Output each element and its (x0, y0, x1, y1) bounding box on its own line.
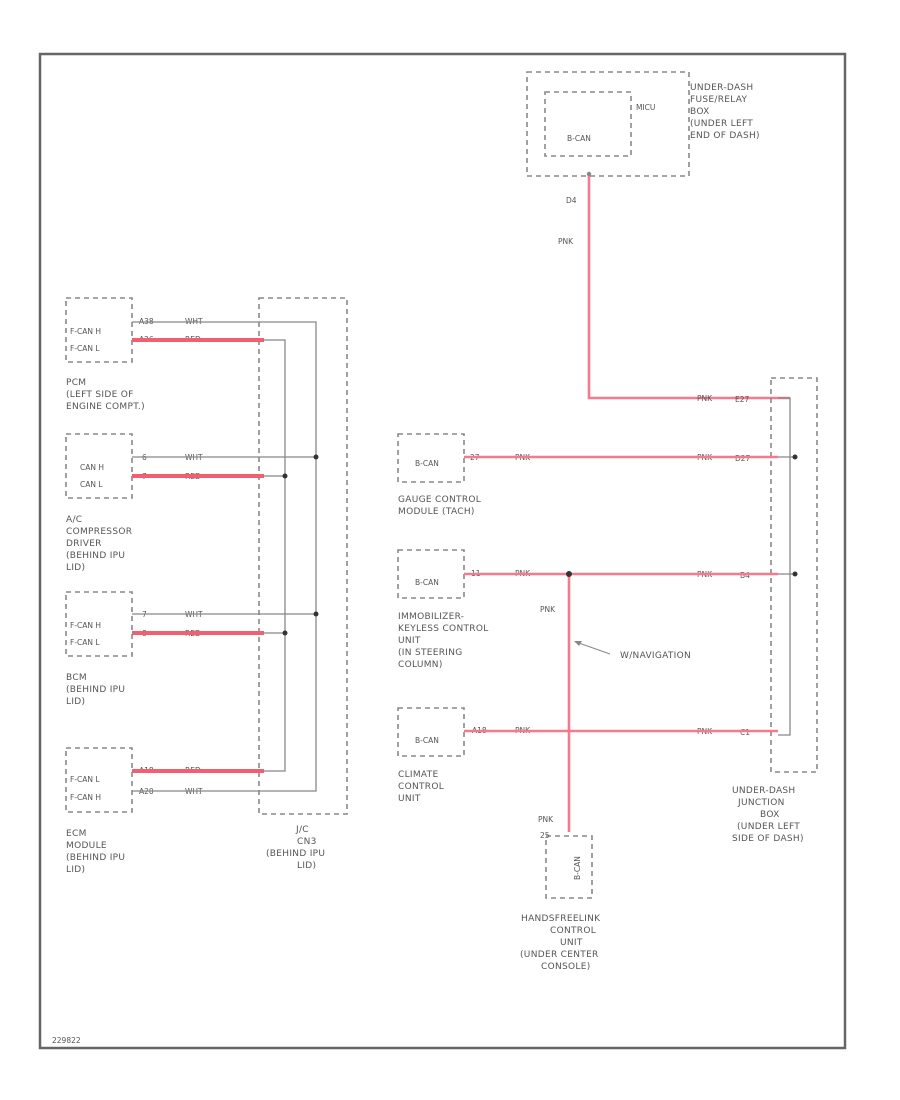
fuse-relay-box: B-CAN MICU UNDER-DASH FUSE/RELAY BOX (UN… (526, 71, 760, 246)
ecm-pin-h: F-CAN H (70, 793, 101, 802)
pcm-label-2: (LEFT SIDE OF (66, 390, 134, 400)
handsfree-wire: PNK (538, 815, 554, 824)
fuse-pin-terminal (586, 171, 592, 177)
jc-label-4: LID) (297, 861, 316, 871)
pcm-pin-h: F-CAN H (70, 327, 101, 336)
bcm-label-1: BCM (66, 673, 87, 683)
immob-label-2: KEYLESS CONTROL (398, 624, 489, 634)
handsfree-label-3: UNIT (560, 938, 583, 948)
climate-control-unit: B-CAN A18 PNK CLIMATE CONTROL UNIT (397, 707, 531, 804)
jc-label-3: (BEHIND IPU (266, 849, 325, 859)
jb-pin-2: D27 (735, 454, 751, 463)
bcm-label-3: LID) (66, 697, 85, 707)
climate-label-3: UNIT (398, 794, 421, 804)
handsfree-label-1: HANDSFREELINK (521, 914, 601, 924)
joint-connector: J/C CN3 (BEHIND IPU LID) (258, 297, 348, 871)
jc-label-1: J/C (295, 825, 309, 835)
jb-pin-4: C1 (740, 728, 750, 737)
ac-pin-l: CAN L (80, 480, 103, 489)
fuse-box-tag: MICU (636, 103, 655, 112)
handsfree-label-5: CONSOLE) (541, 962, 591, 972)
climate-label-2: CONTROL (398, 782, 444, 792)
immob-label-5: COLUMN) (398, 660, 443, 670)
fuse-box-label-5: END OF DASH) (690, 131, 760, 141)
pcm-pin-l: F-CAN L (70, 344, 100, 353)
ac-label-1: A/C (66, 515, 82, 525)
right-wiring (464, 455, 778, 832)
ac-label-2: COMPRESSOR (66, 527, 132, 537)
pcm-label-1: PCM (66, 378, 86, 388)
fuse-box-label-1: UNDER-DASH (690, 83, 753, 93)
jb-label-1: UNDER-DASH (732, 786, 795, 796)
ecm-label-3: (BEHIND IPU (66, 853, 125, 863)
ac-label-3: DRIVER (66, 539, 102, 549)
handsfree-pin: 25 (540, 831, 550, 840)
climate-inner: B-CAN (415, 736, 439, 745)
ac-pin-h: CAN H (80, 463, 104, 472)
ecm-label-4: LID) (66, 865, 85, 875)
immob-label-4: (IN STEERING (398, 648, 463, 658)
gauge-inner: B-CAN (415, 459, 439, 468)
ecm-label-1: ECM (66, 829, 87, 839)
handsfree-label-4: (UNDER CENTER (520, 950, 599, 960)
jb-label-3: BOX (760, 810, 780, 820)
bcm-label-2: (BEHIND IPU (66, 685, 125, 695)
immob-label-1: IMMOBILIZER- (398, 612, 464, 622)
fuse-box-label-3: BOX (690, 107, 710, 117)
jb-label-5: SIDE OF DASH) (732, 834, 804, 844)
gauge-label-1: GAUGE CONTROL (398, 495, 481, 505)
handsfreelink-unit: B-CAN PNK 25 HANDSFREELINK CONTROL UNIT … (520, 815, 601, 972)
jb-label-2: JUNCTION (737, 798, 785, 808)
left-module-pcm: F-CAN H F-CAN L A38 A26 WHT RED PCM (LEF… (65, 297, 203, 412)
jb-wire-1: PNK (697, 394, 713, 403)
bcm-pin-h: F-CAN H (70, 621, 101, 630)
bcm-pin-l: F-CAN L (70, 638, 100, 647)
junction-box: E27 D27 B4 C1 PNK PNK PNK PNK UNDER-DASH… (697, 377, 818, 844)
immobilizer-unit: B-CAN 11 PNK IMMOBILIZER- KEYLESS CONTRO… (397, 549, 531, 670)
fuse-box-pin: D4 (566, 196, 577, 205)
handsfree-branch-wire: PNK (540, 605, 556, 614)
fuse-box-label-2: FUSE/RELAY (690, 95, 748, 105)
wire-fuse-to-junction (587, 172, 790, 400)
fuse-box-label-4: (UNDER LEFT (690, 119, 753, 129)
navigation-text: W/NAVIGATION (620, 651, 691, 661)
ac-label-5: LID) (66, 563, 85, 573)
left-module-bcm: F-CAN H F-CAN L 7 8 WHT RED BCM (BEHIND … (65, 591, 203, 707)
immob-inner: B-CAN (415, 578, 439, 587)
immob-label-3: UNIT (398, 636, 421, 646)
jb-pin-1: E27 (735, 395, 750, 404)
pcm-label-3: ENGINE COMPT.) (66, 402, 145, 412)
jb-label-4: (UNDER LEFT (737, 822, 800, 832)
jb-pin-3: B4 (740, 571, 750, 580)
gauge-label-2: MODULE (TACH) (398, 507, 475, 517)
jc-label-2: CN3 (297, 837, 317, 847)
footer-code: 229822 (52, 1036, 81, 1045)
handsfree-label-2: CONTROL (550, 926, 596, 936)
climate-label-1: CLIMATE (398, 770, 438, 780)
diagram-frame (38, 52, 847, 1050)
gauge-control-module: B-CAN 27 PNK GAUGE CONTROL MODULE (TACH) (397, 433, 531, 517)
handsfree-inner: B-CAN (573, 856, 582, 880)
left-module-ac-driver: CAN H CAN L 6 7 WHT RED A/C COMPRESSOR D… (65, 433, 203, 573)
navigation-note: W/NAVIGATION (574, 641, 691, 661)
left-module-ecm: F-CAN L F-CAN H A18 A20 RED WHT ECM MODU… (65, 747, 203, 875)
left-wiring (132, 321, 319, 792)
ac-label-4: (BEHIND IPU (66, 551, 125, 561)
fuse-box-inner: B-CAN (567, 134, 591, 143)
fuse-box-wire: PNK (558, 237, 574, 246)
ecm-pin-l: F-CAN L (70, 775, 100, 784)
ecm-label-2: MODULE (66, 841, 107, 851)
